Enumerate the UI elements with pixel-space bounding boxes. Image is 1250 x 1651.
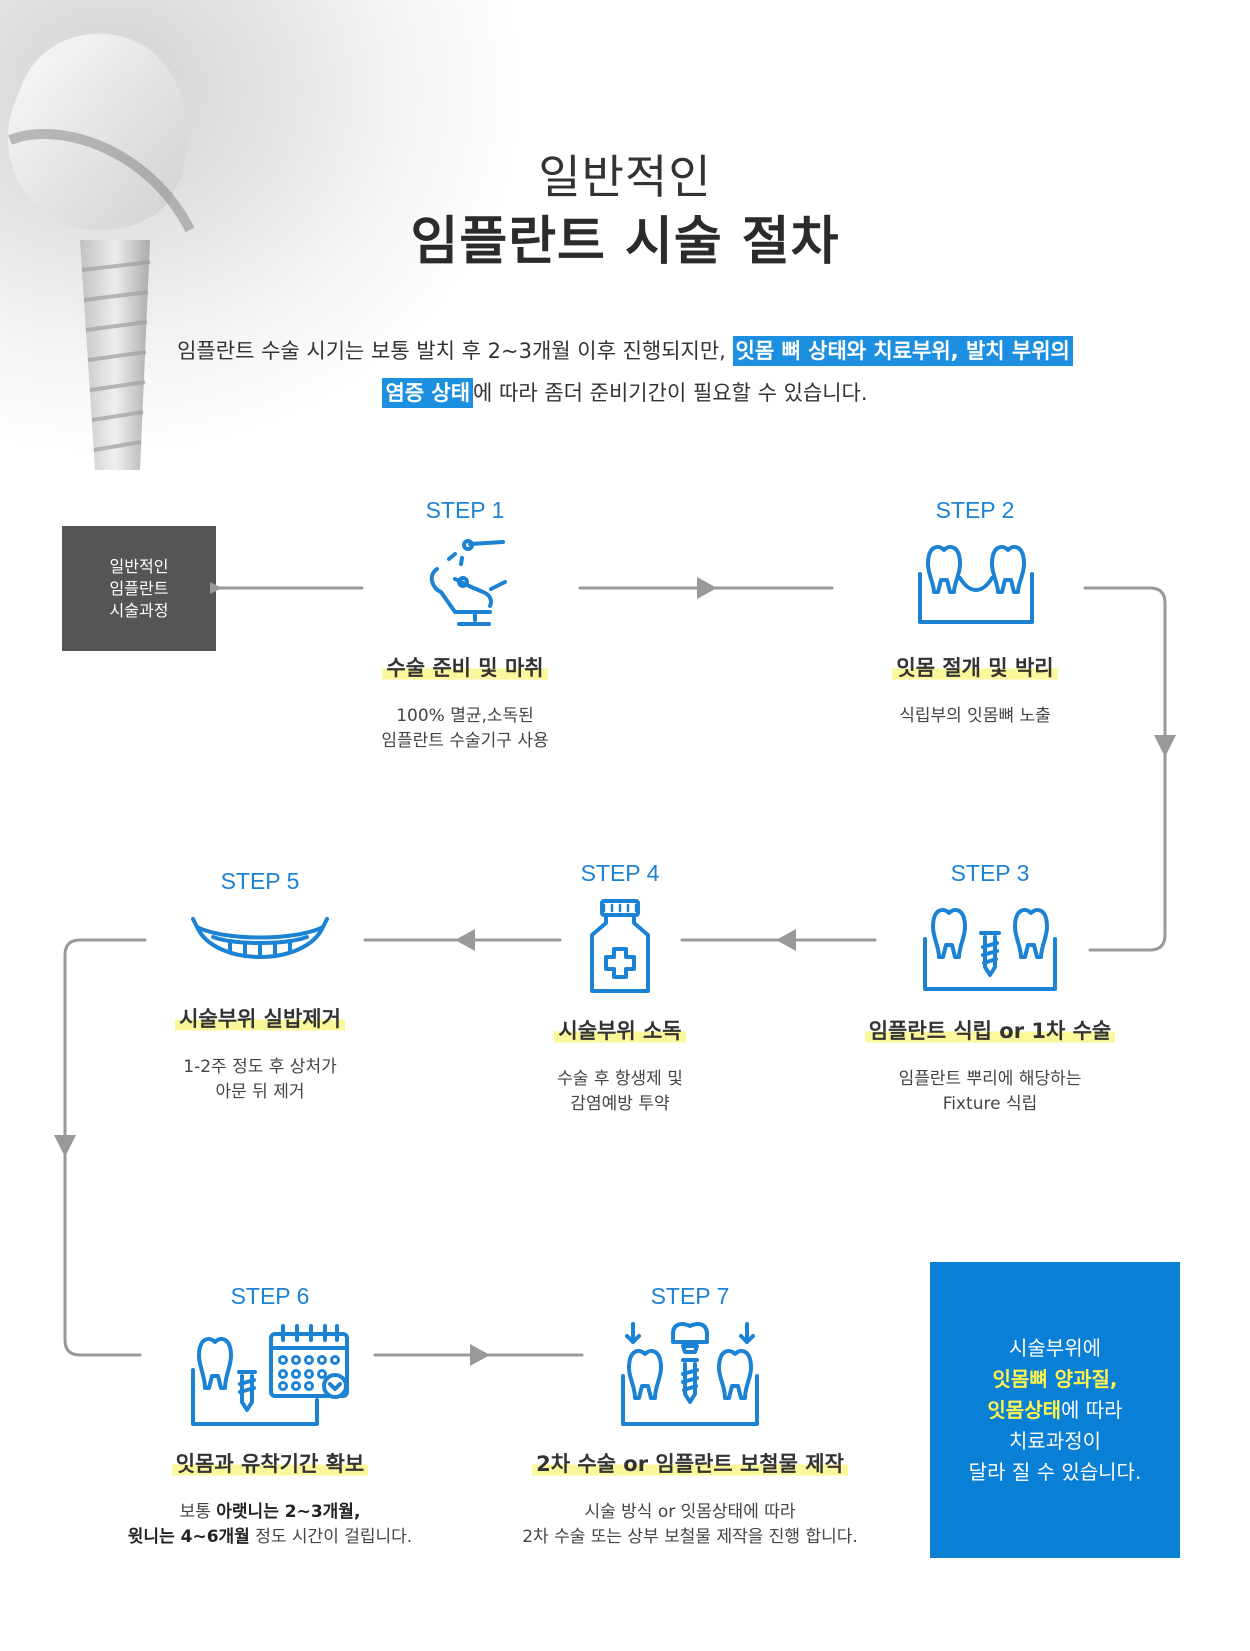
step-5-label: STEP 5 xyxy=(220,868,300,894)
note-line-1: 시술부위에 xyxy=(1009,1335,1101,1360)
note-highlight-2: 잇몸상태 xyxy=(987,1397,1062,1422)
medicine-bottle-icon xyxy=(590,899,650,993)
smile-icon xyxy=(191,917,329,959)
step-6-desc: 보통 아랫니는 2~3개월, 윗니는 4~6개월 정도 시간이 걸립니다. xyxy=(100,1500,440,1550)
note-highlight-1: 잇몸뼈 양과질, xyxy=(992,1366,1118,1391)
step-3-title: 임플란트 식립 or 1차 수술 xyxy=(864,1015,1116,1045)
calendar-implant-icon xyxy=(191,1324,349,1426)
note-line-4: 치료과정이 xyxy=(1009,1428,1101,1453)
page-title: 일반적인 임플란트 시술 절차 xyxy=(0,148,1250,278)
process-label-box: 일반적인 임플란트 시술과정 xyxy=(62,526,216,651)
step-7-desc: 시술 방식 or 잇몸상태에 따라 2차 수술 또는 상부 보철물 제작을 진행… xyxy=(522,1502,858,1547)
header-background xyxy=(0,0,1250,600)
note-box: 시술부위에 잇몸뼈 양과질, 잇몸상태에 따라 치료과정이 달라 질 수 있습니… xyxy=(930,1262,1180,1558)
title-line-1: 일반적인 xyxy=(538,150,712,204)
implant-fixture-icon xyxy=(923,908,1057,991)
step-2-label: STEP 2 xyxy=(935,497,1015,523)
step-6-desc-bold-2: 윗니는 4~6개월 xyxy=(127,1527,250,1547)
note-line-5: 달라 질 수 있습니다. xyxy=(968,1459,1142,1484)
step-5: STEP 5 시술부위 실밥제거 1-2주 정도 후 상처가 아문 뒤 제거 xyxy=(130,868,390,1105)
step-3: STEP 3 임플란트 식립 or 1차 수술 임플란트 뿌리에 해당하는 Fi… xyxy=(830,860,1150,1117)
intro-text: 임플란트 수술 시기는 보통 발치 후 2~3개월 이후 진행되지만, 잇몸 뼈… xyxy=(100,330,1150,414)
intro-part-1: 임플란트 수술 시기는 보통 발치 후 2~3개월 이후 진행되지만, xyxy=(177,339,733,363)
step-4-title: 시술부위 소독 xyxy=(554,1015,686,1045)
step-6-desc-bold-1: 아랫니는 2~3개월, xyxy=(216,1502,361,1522)
step-5-title: 시술부위 실밥제거 xyxy=(175,1003,345,1033)
step-1: STEP 1 수술 준비 및 마취 100% 멸균,소독된 임플란트 수술기구 … xyxy=(315,497,615,754)
intro-highlight-2: 염증 상태 xyxy=(382,378,474,408)
step-6-desc-post: 정도 시간이 걸립니다. xyxy=(249,1527,413,1547)
step-1-label: STEP 1 xyxy=(425,497,505,523)
title-line-2: 임플란트 시술 절차 xyxy=(410,212,840,272)
gum-incision-icon xyxy=(918,545,1034,624)
step-6-desc-pre: 보통 xyxy=(179,1502,217,1522)
intro-part-2: 에 따라 좀더 준비기간이 필요할 수 있습니다. xyxy=(473,381,868,405)
step-7: STEP 7 2차 수술 or 임플란트 보철물 제작 시술 방식 or 잇몸상… xyxy=(480,1283,900,1550)
crown-implant-icon xyxy=(621,1322,759,1426)
intro-highlight-1: 잇몸 뼈 상태와 치료부위, 발치 부위의 xyxy=(732,336,1073,366)
step-3-desc: 임플란트 뿌리에 해당하는 Fixture 식립 xyxy=(898,1069,1082,1114)
dental-chair-icon xyxy=(429,539,507,626)
note-line-3: 잇몸상태에 따라 xyxy=(987,1395,1122,1426)
step-1-title: 수술 준비 및 마취 xyxy=(382,652,548,682)
step-4-desc: 수술 후 항생제 및 감염예방 투약 xyxy=(557,1069,683,1114)
step-4-label: STEP 4 xyxy=(580,860,660,886)
step-6-title: 잇몸과 유착기간 확보 xyxy=(171,1448,369,1478)
step-7-label: STEP 7 xyxy=(650,1283,730,1309)
implant-illustration xyxy=(8,33,195,470)
step-4: STEP 4 시술부위 소독 수술 후 항생제 및 감염예방 투약 xyxy=(480,860,760,1117)
step-6: STEP 6 잇몸과 유착기간 확보 보통 아랫니는 2~3개월, 윗니는 4~… xyxy=(100,1283,440,1550)
step-2-desc: 식립부의 잇몸뼈 노출 xyxy=(899,706,1051,726)
step-2: STEP 2 잇몸 절개 및 박리 식립부의 잇몸뼈 노출 xyxy=(825,497,1125,729)
step-2-title: 잇몸 절개 및 박리 xyxy=(892,652,1058,682)
note-line-3-post: 에 따라 xyxy=(1061,1397,1123,1422)
step-1-desc: 100% 멸균,소독된 임플란트 수술기구 사용 xyxy=(381,706,549,751)
step-7-title: 2차 수술 or 임플란트 보철물 제작 xyxy=(532,1448,848,1478)
step-6-label: STEP 6 xyxy=(230,1283,310,1309)
step-5-desc: 1-2주 정도 후 상처가 아문 뒤 제거 xyxy=(183,1057,337,1102)
step-3-label: STEP 3 xyxy=(950,860,1030,886)
